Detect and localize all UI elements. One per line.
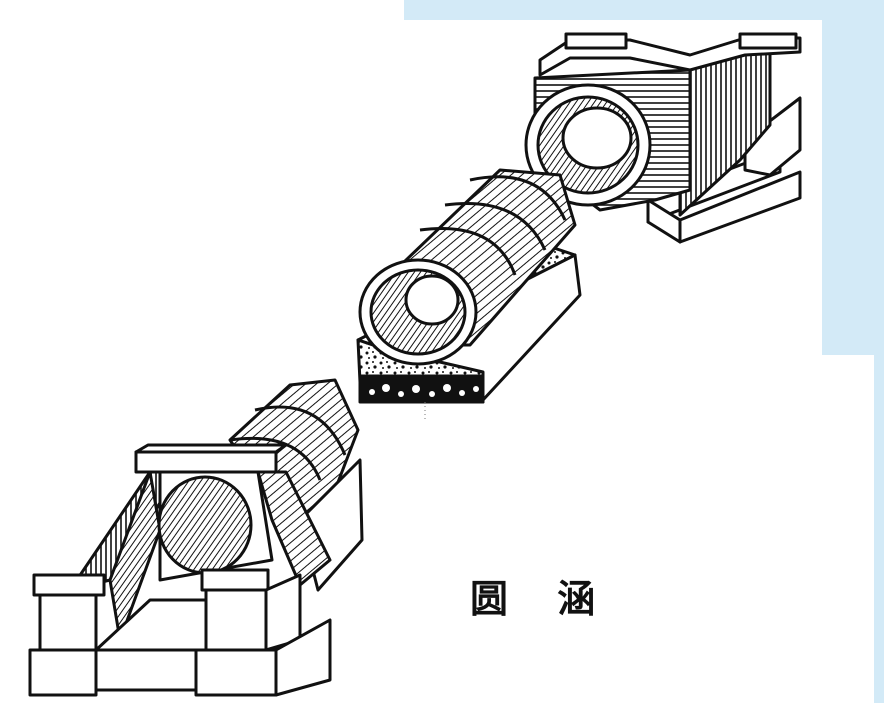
background-panel-right [822,0,884,355]
lower-headwall [28,378,364,697]
diagram-caption: 圆 涵 [470,577,614,621]
middle-pipe-section [356,168,582,404]
background-panel-top [404,0,884,20]
upper-headwall [524,32,802,244]
background-panel-strip [874,355,884,703]
